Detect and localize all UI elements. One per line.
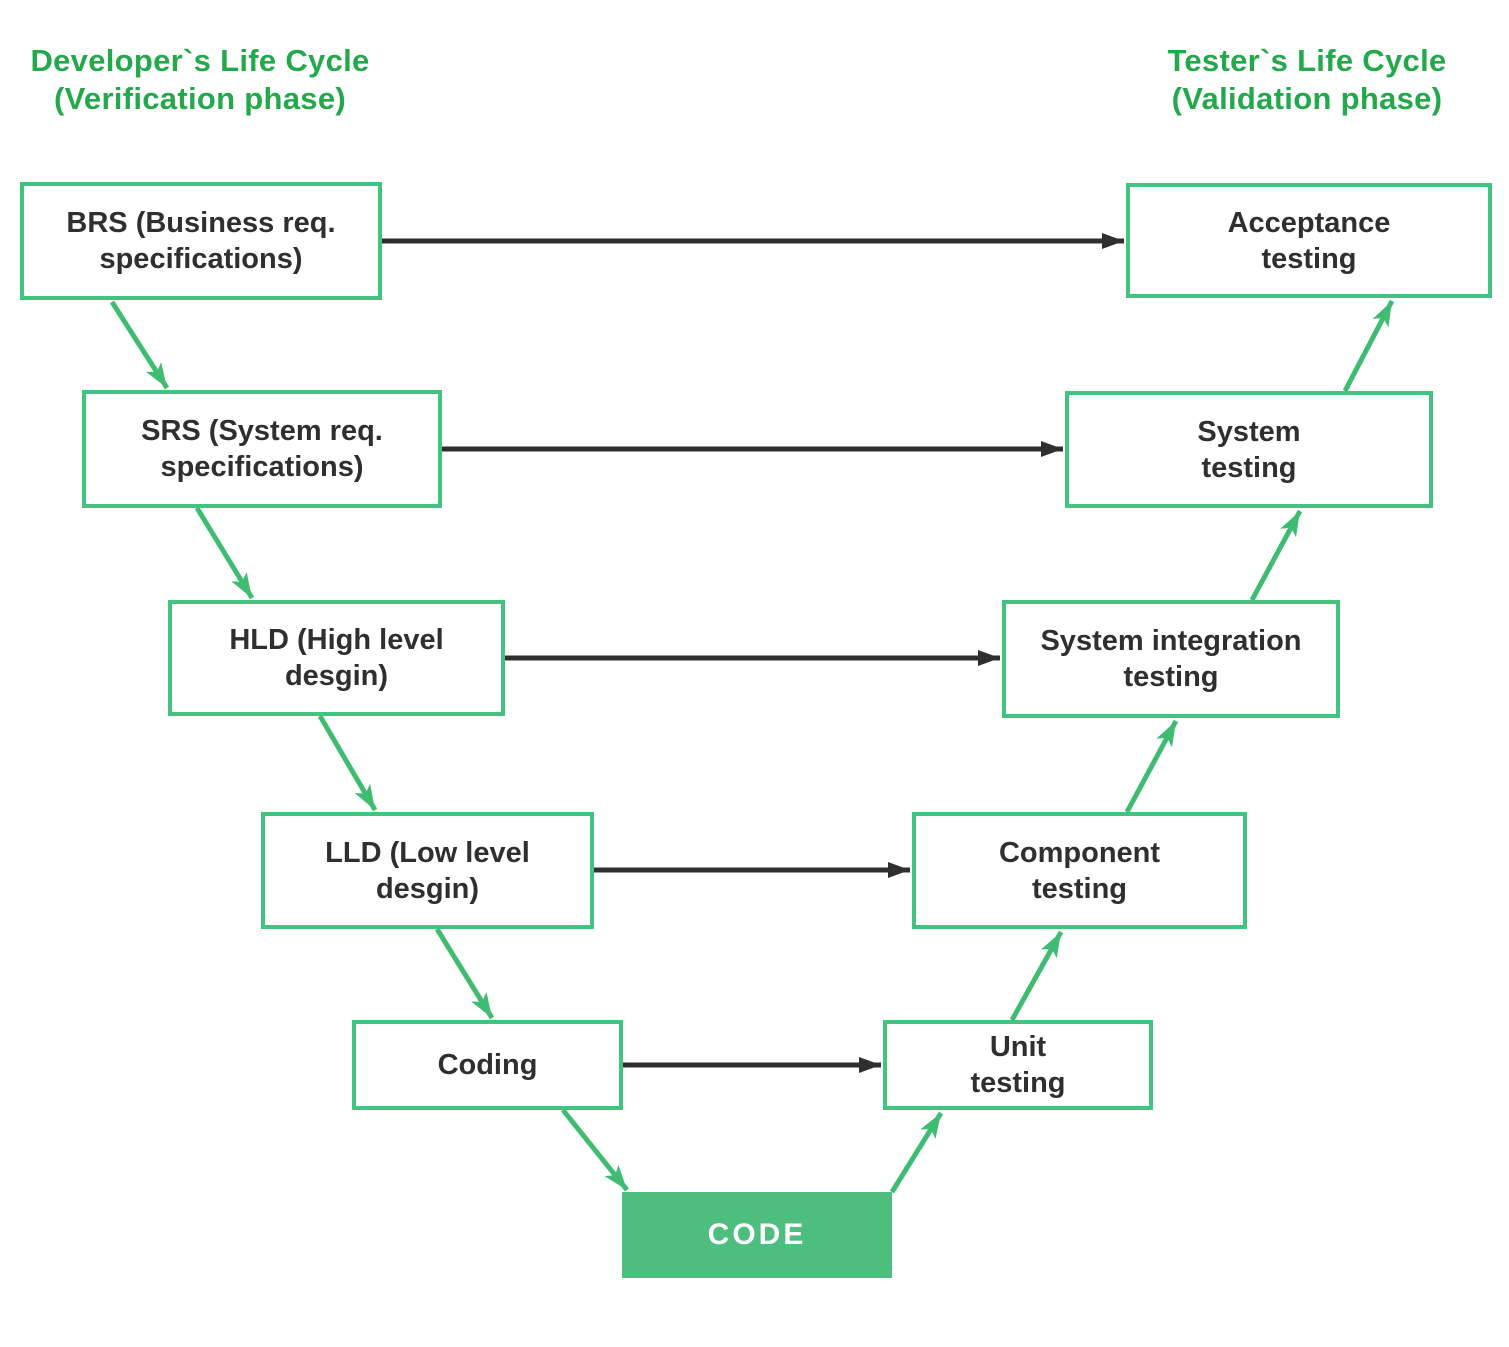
node-unit-label2: testing: [970, 1067, 1066, 1099]
node-brs: BRS (Business req. specifications): [20, 182, 382, 300]
node-lld-label: LLD (Low level: [325, 836, 530, 869]
node-system-label2: testing: [1201, 451, 1297, 484]
arrow-component-to-sit: [1124, 719, 1179, 814]
arrow-lld-to-coding: [434, 927, 495, 1020]
node-srs-label: SRS (System req.: [141, 415, 383, 447]
node-acceptance-label: Acceptance: [1227, 206, 1391, 239]
arrow-code-to-unit: [889, 1111, 944, 1194]
node-brs-label2: specifications): [99, 243, 303, 275]
node-component-label2: testing: [1031, 872, 1128, 905]
arrow-brs-to-srs: [109, 300, 170, 390]
arrow-system-to-acceptance: [1342, 299, 1395, 393]
node-acceptance-testing: Acceptance testing: [1126, 183, 1492, 298]
arrow-hld-to-lld: [317, 714, 378, 812]
node-component-testing: Component testing: [912, 812, 1247, 929]
node-hld-label: HLD (High level: [229, 624, 444, 656]
node-code: CODE: [622, 1192, 892, 1278]
node-sit-label: System integration: [1040, 625, 1302, 657]
node-coding: Coding: [352, 1020, 623, 1110]
node-coding-label: Coding: [437, 1049, 538, 1081]
node-unit-testing: Unit testing: [883, 1020, 1153, 1110]
tester-lifecycle-title: Tester`s Life Cycle (Validation phase): [1112, 42, 1502, 118]
node-acceptance-label2: testing: [1261, 242, 1357, 275]
node-code-label: CODE: [707, 1218, 807, 1251]
node-hld: HLD (High level desgin): [168, 600, 505, 716]
node-lld-label2: desgin): [375, 872, 480, 905]
arrow-coding-to-code: [561, 1108, 629, 1192]
node-sit-label2: testing: [1123, 661, 1219, 693]
node-srs: SRS (System req. specifications): [82, 390, 442, 508]
developer-title-line2: (Verification phase): [54, 81, 346, 116]
node-system-label: System: [1197, 415, 1301, 448]
node-srs-label2: specifications): [160, 451, 364, 483]
node-unit-label: Unit: [989, 1031, 1047, 1063]
arrow-unit-to-component: [1009, 930, 1064, 1022]
tester-title-line1: Tester`s Life Cycle: [1167, 43, 1447, 78]
node-brs-label: BRS (Business req.: [66, 207, 336, 239]
arrow-sit-to-system: [1249, 509, 1303, 602]
tester-title-line2: (Validation phase): [1171, 81, 1443, 116]
node-lld: LLD (Low level desgin): [261, 812, 594, 929]
developer-lifecycle-title: Developer`s Life Cycle (Verification pha…: [5, 42, 395, 118]
node-component-label: Component: [998, 836, 1161, 869]
node-system-integration-testing: System integration testing: [1002, 600, 1340, 718]
arrow-srs-to-hld: [194, 506, 255, 600]
node-hld-label2: desgin): [284, 660, 389, 692]
developer-title-line1: Developer`s Life Cycle: [30, 43, 370, 78]
node-system-testing: System testing: [1065, 391, 1433, 508]
